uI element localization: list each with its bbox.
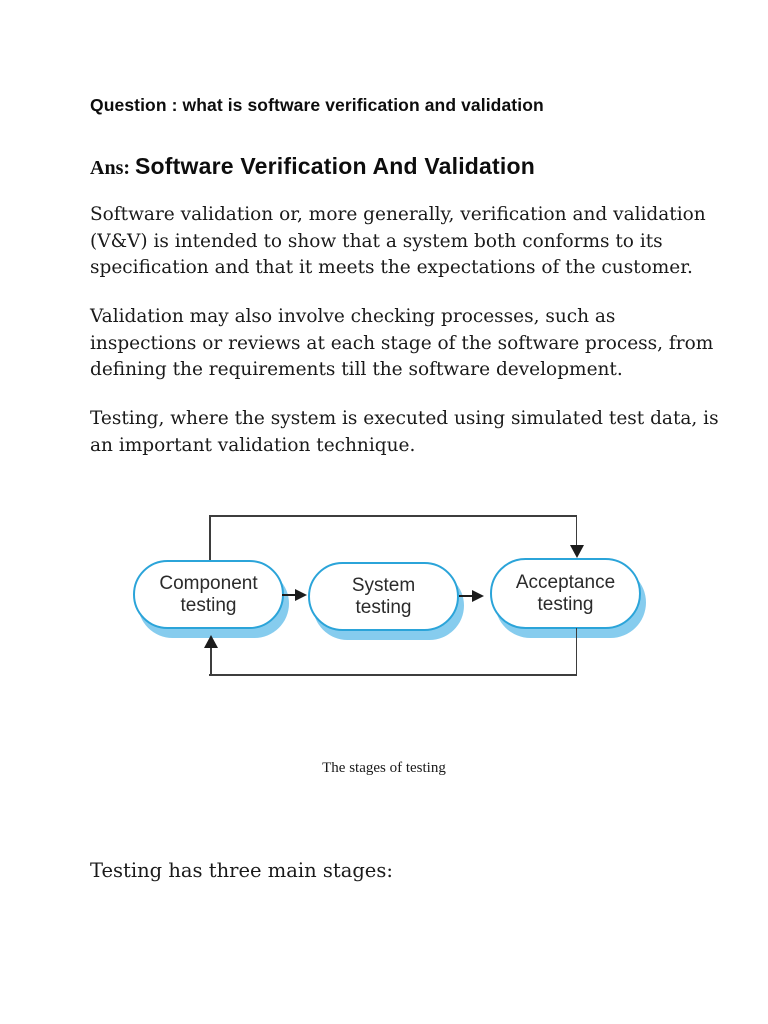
feedback-loop-right-bottom-line <box>575 628 577 674</box>
node-component-testing: Component testing <box>133 560 284 629</box>
node-acceptance-testing: Acceptance testing <box>490 558 641 629</box>
answer-heading: Software Verification And Validation <box>135 153 535 179</box>
answer-heading-line: Ans:Software Verification And Validation <box>90 153 535 180</box>
arrow-down-icon <box>569 545 584 558</box>
answer-prefix-label: Ans: <box>90 157 131 179</box>
feedback-loop-left-bottom-line <box>210 648 212 674</box>
connector-component-to-system <box>282 594 296 596</box>
feedback-loop-top-line <box>209 515 577 517</box>
closing-line: Testing has three main stages: <box>90 859 393 882</box>
connector-system-to-acceptance <box>459 595 473 597</box>
paragraph-testing-technique: Testing, where the system is executed us… <box>90 408 719 456</box>
feedback-loop-bottom-line <box>209 674 577 676</box>
arrow-up-icon <box>204 635 218 648</box>
diagram-caption: The stages of testing <box>322 760 446 776</box>
paragraph-validation-definition: Software validation or, more generally, … <box>90 204 706 278</box>
stages-of-testing-diagram: Component testing System testing Accepta… <box>130 510 660 685</box>
node-system-testing: System testing <box>308 562 459 631</box>
paragraph-validation-processes: Validation may also involve checking pro… <box>90 306 714 380</box>
arrow-right-icon <box>472 590 484 602</box>
arrow-right-icon <box>295 589 307 601</box>
question-heading: Question : what is software verification… <box>90 95 544 115</box>
feedback-loop-left-top-line <box>209 515 211 562</box>
feedback-loop-right-top-line <box>575 515 577 546</box>
